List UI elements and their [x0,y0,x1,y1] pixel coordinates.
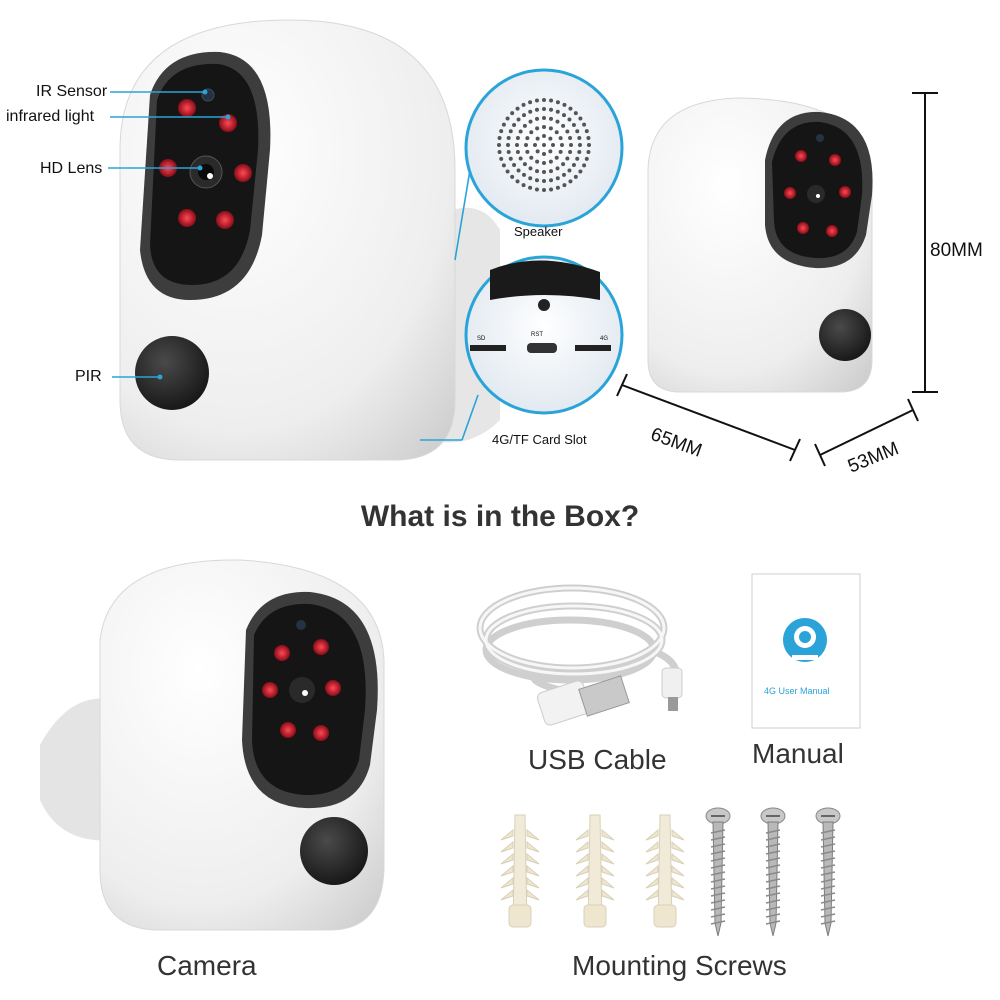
label-ir-sensor: IR Sensor [36,83,108,100]
wall-anchor [575,814,615,928]
mounting-screw [760,807,786,937]
caption-camera: Camera [157,950,257,981]
slot-4g-label: 4G [600,336,609,342]
label-speaker: Speaker [514,224,563,239]
slot-rst-label: RST [531,332,543,338]
mounting-screw [815,807,841,937]
label-card-slot: 4G/TF Card Slot [492,432,587,447]
label-infrared-light: infrared light [6,108,95,125]
caption-usb-cable: USB Cable [528,744,667,775]
caption-manual: Manual [752,738,844,769]
section-title: What is in the Box? [360,500,640,533]
wall-anchor [500,814,540,928]
label-pir: PIR [75,368,102,385]
caption-mounting-screws: Mounting Screws [572,950,787,981]
slot-sd-label: SD [477,336,486,342]
wall-anchor [645,814,685,928]
label-hd-lens: HD Lens [40,160,103,177]
manual-cover-text: 4G User Manual [764,686,830,696]
mounting-screw [705,807,731,937]
dimension-height: 80MM [930,240,983,261]
